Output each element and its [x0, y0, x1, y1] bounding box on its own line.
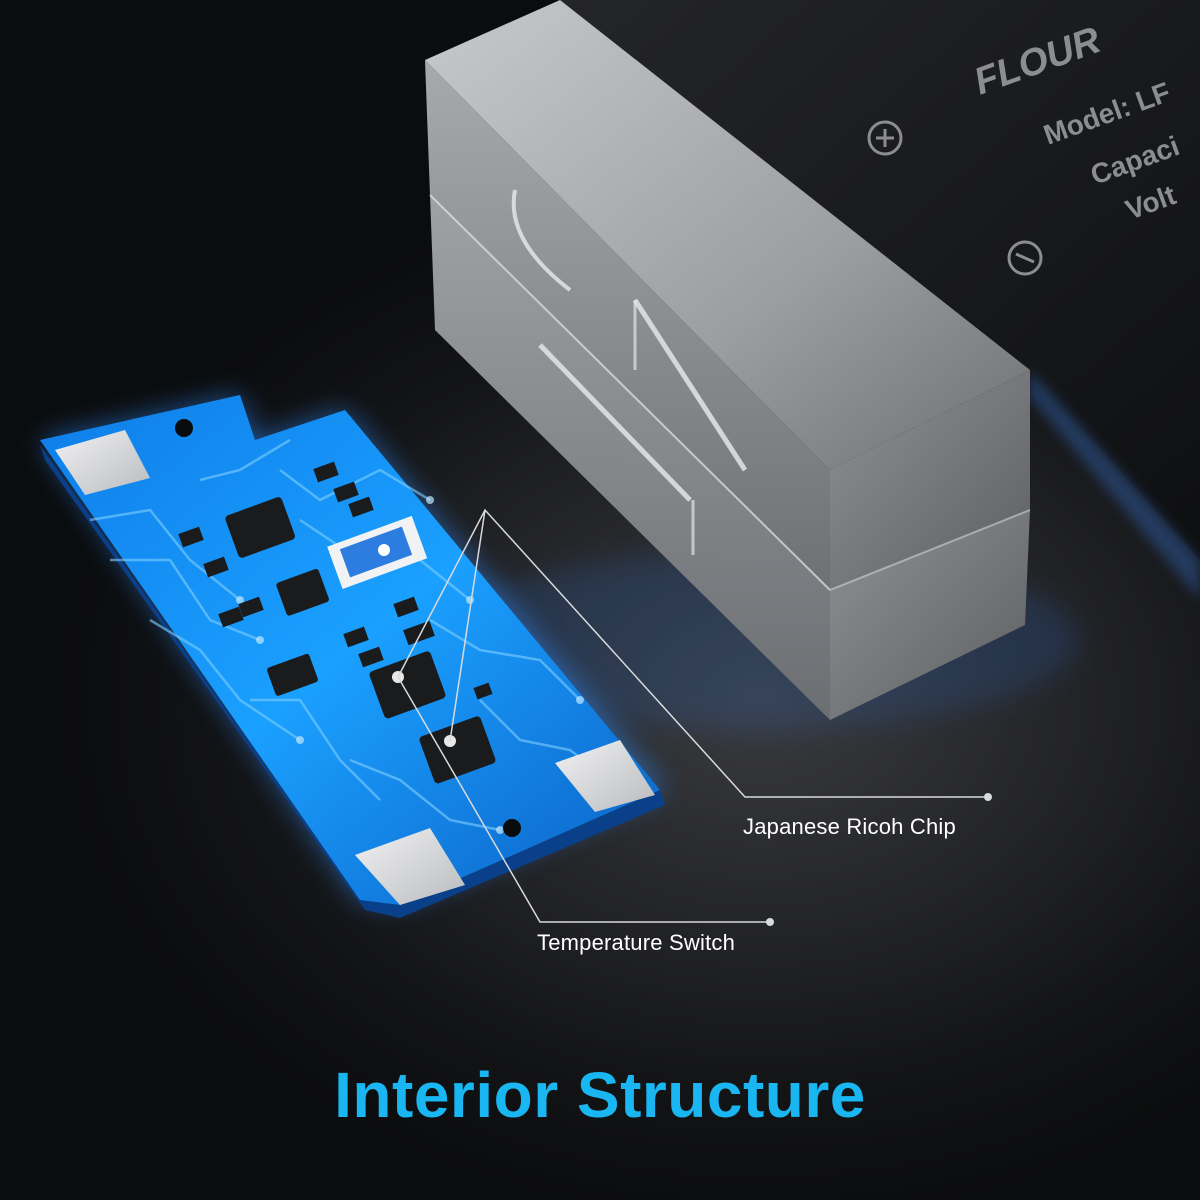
callout-temperature-switch-label: Temperature Switch: [537, 930, 736, 955]
battery-cap-top: [425, 0, 1030, 470]
callout-dot: [766, 918, 774, 926]
solder-pad: [55, 430, 150, 495]
capacitor: [267, 653, 318, 696]
battery-base-front: [430, 195, 830, 720]
solder-pad: [355, 828, 465, 905]
battery-edge-glow: [1028, 370, 1200, 600]
mounting-hole: [175, 419, 193, 437]
battery-black-case: [560, 0, 1200, 560]
ic-chip: [225, 497, 295, 558]
battery-cap-end: [830, 370, 1030, 590]
temperature-switch: [419, 716, 496, 784]
positive-terminal-icon: [867, 120, 903, 156]
pcb-surface: [40, 395, 660, 905]
battery-base-end: [830, 510, 1030, 720]
solder-pad: [555, 740, 655, 812]
page-title: Interior Structure: [334, 1059, 866, 1131]
mounting-hole: [503, 819, 521, 837]
callout-lines: [397, 508, 988, 923]
sensor-component: [327, 515, 428, 590]
negative-terminal-icon: [1007, 240, 1043, 276]
circuit-board: [40, 395, 665, 918]
battery-cap-front: [425, 60, 830, 590]
transistor: [276, 569, 329, 616]
callout-dot: [984, 793, 992, 801]
callout-ricoh-chip-label: Japanese Ricoh Chip: [743, 814, 956, 839]
battery: FLOUR Model: LF Capaci Volt: [425, 0, 1200, 720]
